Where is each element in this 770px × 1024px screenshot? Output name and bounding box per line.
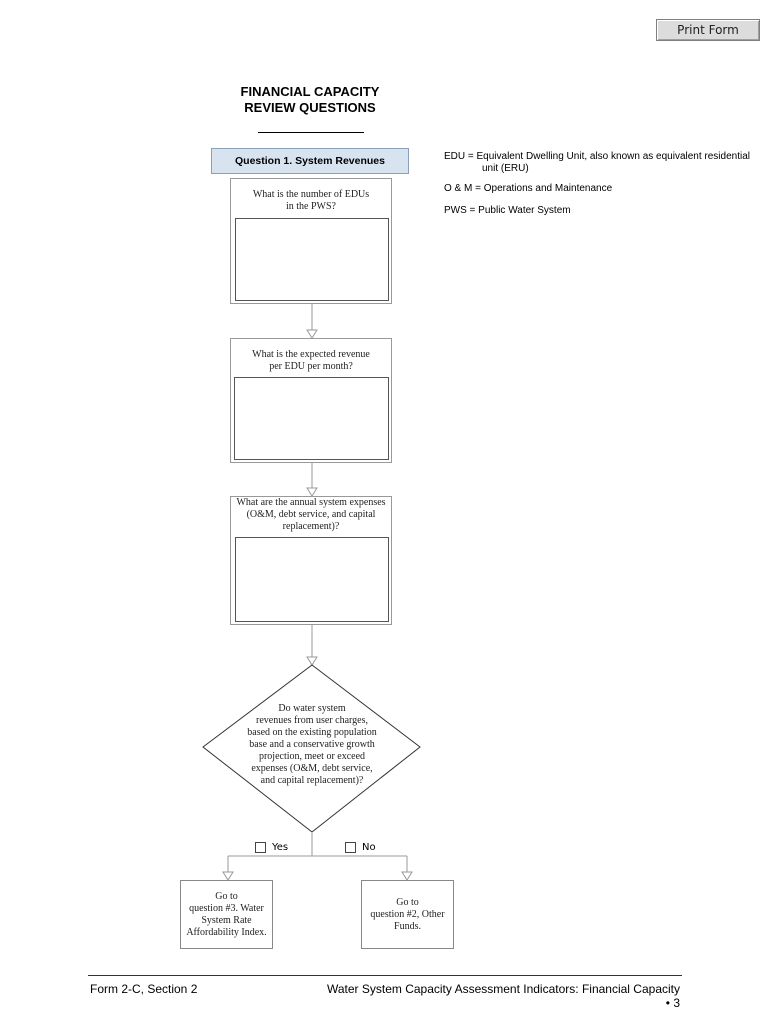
arrow-yes xyxy=(222,871,234,881)
no-label: No xyxy=(362,842,376,853)
title-divider xyxy=(258,132,364,133)
decision-question: Do water system revenues from user charg… xyxy=(247,703,377,786)
question-text-revenue: What is the expected revenue per EDU per… xyxy=(252,349,370,372)
legend-edu: EDU = Equivalent Dwelling Unit, also kno… xyxy=(444,151,750,175)
legend-edu-text: EDU = Equivalent Dwelling Unit, also kno… xyxy=(444,151,750,162)
footer-page-title: Water System Capacity Assessment Indicat… xyxy=(326,982,680,1010)
outcome-yes-box: Go to question #3. Water System Rate Aff… xyxy=(180,880,273,949)
yes-label: Yes xyxy=(272,842,289,853)
question-text-expenses: What are the annual system expenses (O&M… xyxy=(236,497,386,532)
no-checkbox[interactable] xyxy=(345,842,356,853)
arrow-3 xyxy=(306,656,318,666)
answer-field-expenses[interactable] xyxy=(235,537,389,622)
arrow-no xyxy=(401,871,413,881)
yes-checkbox[interactable] xyxy=(255,842,266,853)
legend-pws: PWS = Public Water System xyxy=(444,205,571,216)
legend-edu-cont: unit (ERU) xyxy=(482,163,529,174)
legend-om: O & M = Operations and Maintenance xyxy=(444,183,613,194)
question-box-expenses: What are the annual system expenses (O&M… xyxy=(230,496,392,625)
question-header: Question 1. System Revenues xyxy=(211,148,409,174)
arrow-1 xyxy=(306,329,318,339)
answer-field-edus[interactable] xyxy=(235,218,389,301)
question-box-edus: What is the number of EDUs in the PWS? xyxy=(230,178,392,304)
question-box-revenue: What is the expected revenue per EDU per… xyxy=(230,338,392,463)
outcome-no-box: Go to question #2, Other Funds. xyxy=(361,880,454,949)
answer-field-revenue[interactable] xyxy=(234,377,389,460)
question-text-edus: What is the number of EDUs in the PWS? xyxy=(252,189,370,212)
footer-divider xyxy=(88,975,682,976)
print-form-button[interactable]: Print Form xyxy=(656,19,760,41)
arrow-2 xyxy=(306,487,318,497)
footer-form-id: Form 2-C, Section 2 xyxy=(90,982,198,996)
